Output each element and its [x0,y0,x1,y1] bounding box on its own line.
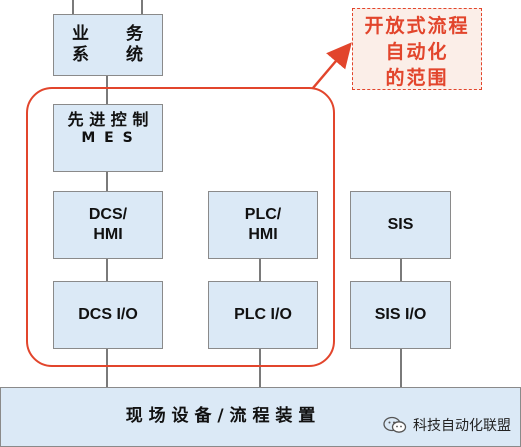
advanced-control-label: 先 进 控 制 [67,110,149,129]
connector-dcs-to-dcsio [106,259,108,281]
callout-line2: 自动化 [385,41,449,63]
open-automation-scope-outline [26,87,335,367]
dcs-io-label: DCS I/O [78,306,138,323]
sis-label: SIS [387,216,414,233]
plc-io-box: PLC I/O [208,281,318,349]
advanced-control-mes-box: 先 进 控 制 M E S [53,104,163,172]
dcs-hmi-box: DCS/ HMI [53,191,163,259]
business-system-line1: 业 务 [72,23,144,44]
dcs-hmi-line1: DCS/ [88,206,128,223]
dcs-hmi-line2: HMI [93,226,123,243]
connector-top-right [141,0,143,14]
business-system-line2: 系 统 [72,45,144,65]
connector-plc-to-plcio [259,259,261,281]
field-equipment-label: 现 场 设 备 / 流 程 装 置 [125,406,316,427]
watermark-label: 科技自动化联盟 [413,418,511,434]
business-system-box: 业 务 系 统 [53,14,163,76]
plc-hmi-box: PLC/ HMI [208,191,318,259]
sis-io-box: SIS I/O [350,281,451,349]
connector-mes-to-dcs [106,172,108,191]
plc-hmi-line2: HMI [248,226,278,243]
watermark: 科技自动化联盟 [383,415,511,435]
sis-io-label: SIS I/O [374,306,427,323]
wechat-icon [383,416,407,433]
callout-line1: 开放式流程 [364,15,470,37]
plc-hmi-line1: PLC/ [244,206,282,223]
sis-box: SIS [350,191,451,259]
mes-label: M E S [81,130,135,146]
connector-plcio-to-field [259,349,261,387]
connector-sis-to-sisio [400,259,402,281]
connector-top-left [72,0,74,14]
callout-line3: 的范围 [385,67,449,89]
dcs-io-box: DCS I/O [53,281,163,349]
open-automation-scope-callout: 开放式流程 自动化 的范围 [352,8,482,90]
connector-sisio-to-field [400,349,402,387]
connector-dcsio-to-field [106,349,108,387]
connector-business-to-mes [106,76,108,104]
plc-io-label: PLC I/O [234,306,292,323]
